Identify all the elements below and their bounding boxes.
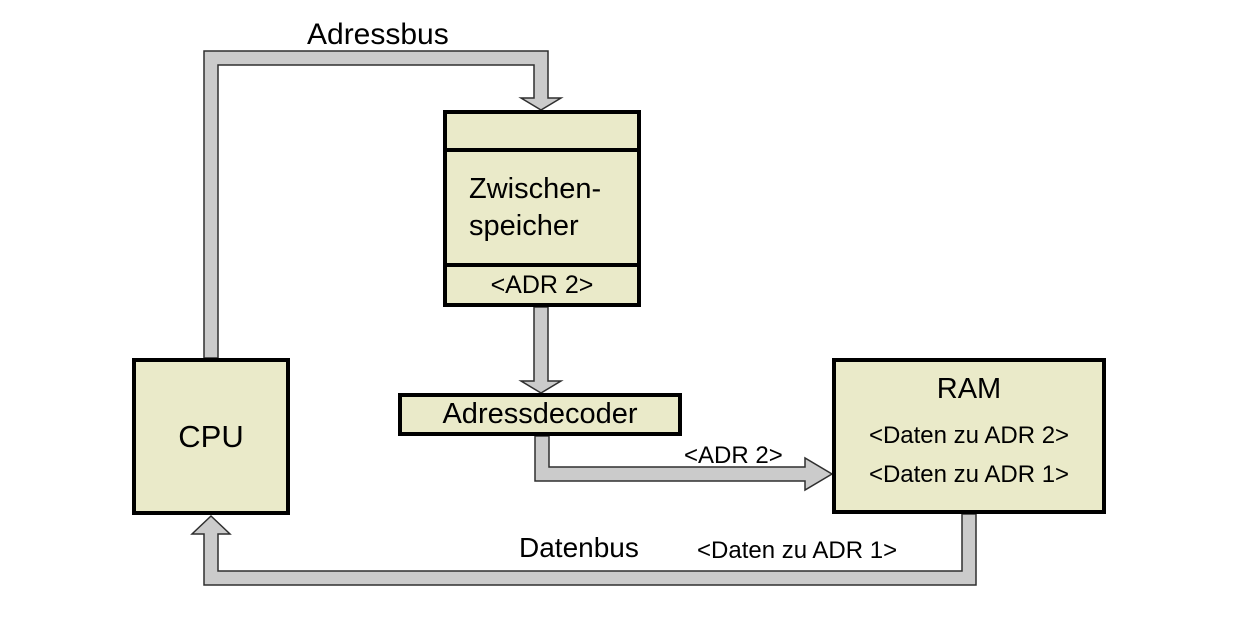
buffer-empty-slot [447, 114, 637, 148]
ram-data-row: <Daten zu ADR 1> [868, 461, 1070, 488]
cpu-node: CPU [132, 358, 290, 515]
buffer-address-slot: <ADR 2> [490, 270, 594, 299]
cpu-label: CPU [178, 418, 244, 454]
data-bus-label: Datenbus [519, 532, 639, 563]
daten-adr1-flow-label: <Daten zu ADR 1> [697, 537, 898, 564]
data-bus-pipe [190, 513, 977, 586]
buffer-to-decoder-pipe [518, 306, 564, 394]
buffer-title-line2: speicher [469, 209, 579, 242]
buffer-title: Zwischen- speicher [447, 148, 637, 267]
address-bus-pipe [203, 50, 564, 359]
decoder-to-ram-pipe [534, 435, 834, 492]
ram-node: RAM <Daten zu ADR 2> <Daten zu ADR 1> [832, 358, 1106, 514]
address-decoder-label: Adressdecoder [442, 398, 638, 430]
address-bus-label: Adressbus [307, 18, 449, 51]
buffer-title-line1: Zwischen- [469, 172, 602, 205]
ram-data-rows: <Daten zu ADR 2> <Daten zu ADR 1> [869, 416, 1069, 494]
address-decoder-node: Adressdecoder [398, 393, 682, 436]
ram-data-row: <Daten zu ADR 2> [868, 422, 1070, 449]
buffer-node: Zwischen- speicher <ADR 2> [443, 110, 641, 307]
adr2-flow-label: <ADR 2> [684, 442, 783, 469]
ram-label: RAM [936, 373, 1002, 405]
